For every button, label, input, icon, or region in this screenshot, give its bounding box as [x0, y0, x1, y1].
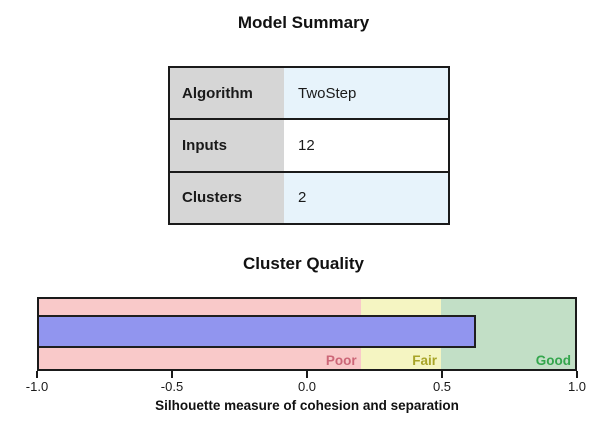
- zone-label-fair: Fair: [412, 353, 437, 368]
- x-tick-label: -1.0: [25, 379, 49, 394]
- summary-row-value: TwoStep: [284, 67, 449, 120]
- x-axis-tick-marks: [36, 371, 578, 379]
- x-tick-mark: [306, 371, 308, 378]
- summary-row-value: 12: [284, 118, 449, 172]
- plot-area: Poor Fair Good: [37, 297, 577, 371]
- x-tick-mark: [36, 371, 38, 378]
- summary-row-label: Inputs: [169, 118, 284, 172]
- summary-row-label: Algorithm: [169, 67, 284, 120]
- x-tick-label: -0.5: [160, 379, 184, 394]
- cluster-quality-chart: Poor Fair Good -1.0 -0.5 0.0 0.5 1.0 Silhouett…: [26, 297, 586, 413]
- zone-label-poor: Poor: [325, 353, 357, 368]
- x-tick-label: 0.5: [432, 379, 452, 394]
- x-tick-label: 0.0: [297, 379, 317, 394]
- model-summary-title: Model Summary: [237, 13, 370, 32]
- x-tick-mark: [576, 371, 578, 378]
- cluster-quality-title: Cluster Quality: [243, 254, 364, 273]
- x-axis-tick-labels: -1.0 -0.5 0.0 0.5 1.0: [26, 379, 586, 395]
- x-tick-mark: [441, 371, 443, 378]
- x-axis-title: Silhouette measure of cohesion and separ…: [155, 398, 459, 413]
- x-tick-label: 1.0: [567, 379, 587, 394]
- summary-row-value: 2: [284, 170, 449, 224]
- silhouette-bar: [39, 315, 476, 348]
- summary-row-label: Clusters: [169, 170, 284, 224]
- zone-label-good: Good: [535, 353, 571, 368]
- x-tick-mark: [171, 371, 173, 378]
